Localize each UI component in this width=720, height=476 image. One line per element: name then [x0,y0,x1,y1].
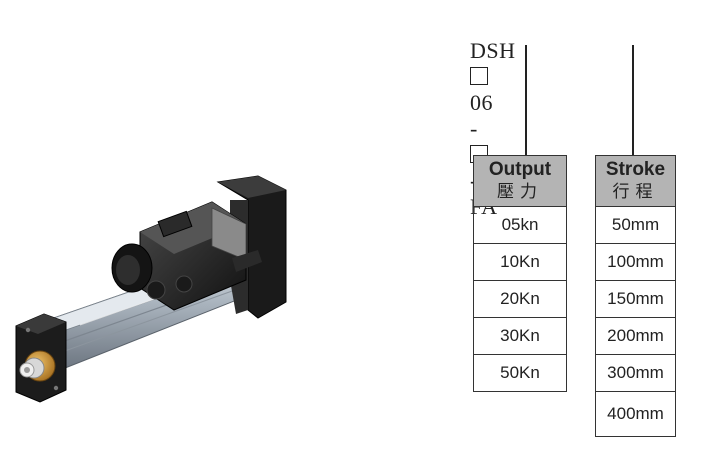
stroke-cell: 100mm [595,243,676,281]
stroke-header: Stroke 行程 [595,155,676,207]
output-cell: 10Kn [473,243,567,281]
stroke-connector-line [632,45,634,155]
stroke-header-label: Stroke [605,159,666,180]
stroke-cell: 300mm [595,354,676,392]
stroke-cell: 400mm [595,391,676,437]
servo-motor [111,201,247,311]
output-connector-line [525,45,527,155]
actuator-illustration [15,175,287,403]
model-dash: - [470,116,478,141]
output-placeholder-box [470,67,488,85]
output-cell: 50Kn [473,354,567,392]
stroke-header-cn: 行程 [612,182,659,202]
stroke-cell: 50mm [595,206,676,244]
output-header-label: Output [488,159,552,180]
stroke-table: Stroke 行程 50mm 100mm 150mm 200mm 300mm 4… [595,155,676,437]
output-cell: 05kn [473,206,567,244]
model-mid: 06 [470,90,493,115]
model-prefix: DSH [470,38,516,63]
output-cell: 20Kn [473,280,567,318]
output-table: Output 壓力 05kn 10Kn 20Kn 30Kn 50Kn [473,155,567,392]
motor-mount-plate [232,250,262,272]
front-flange [15,313,67,403]
output-cell: 30Kn [473,317,567,355]
output-header-cn: 壓力 [497,182,543,202]
stroke-cell: 150mm [595,280,676,318]
output-header: Output 壓力 [473,155,567,207]
stroke-cell: 200mm [595,317,676,355]
